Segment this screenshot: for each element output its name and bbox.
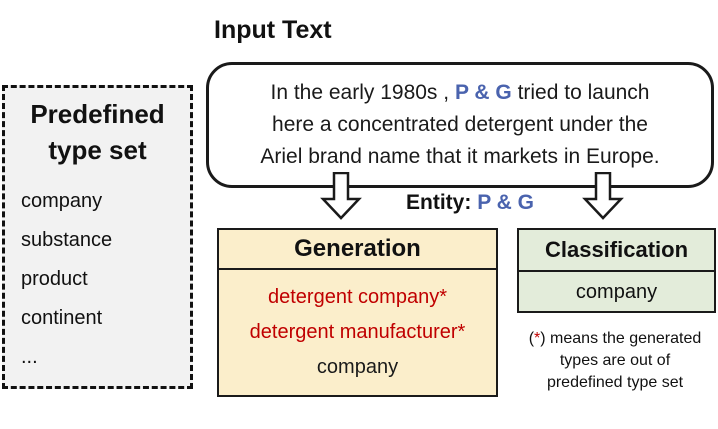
- input-text-line1-after: tried to launch: [511, 81, 650, 104]
- list-item: ...: [21, 346, 38, 368]
- footnote-line1-rest: ) means the generated: [540, 330, 702, 347]
- classification-result: company: [575, 280, 658, 303]
- entity-caption-label: Entity:: [406, 191, 478, 214]
- list-item: continent: [21, 307, 103, 329]
- input-text-box: In the early 1980s , P & G tried to laun…: [206, 62, 714, 188]
- entity-caption-value: P & G: [477, 191, 534, 214]
- input-text-line3: Ariel brand name that it markets in Euro…: [260, 145, 660, 168]
- generation-results: detergent company* detergent manufacture…: [219, 270, 496, 394]
- list-item: company: [21, 190, 103, 212]
- list-item: substance: [21, 229, 113, 251]
- classification-box: Classification company: [517, 228, 716, 313]
- footnote-line2: types are out of: [559, 352, 671, 369]
- down-arrow-icon: [320, 172, 362, 220]
- generated-type-out-of-set: detergent company*: [267, 285, 447, 308]
- input-text-line2: here a concentrated detergent under the: [272, 113, 648, 136]
- footnote-line3: predefined type set: [546, 374, 684, 391]
- predefined-type-set-title: Predefined type set: [5, 96, 190, 168]
- down-arrow-icon: [582, 172, 624, 220]
- generated-type-out-of-set: detergent manufacturer*: [249, 320, 466, 343]
- entity-caption: Entity: P & G: [350, 191, 590, 215]
- generation-box: Generation detergent company* detergent …: [217, 228, 498, 397]
- list-item: product: [21, 268, 88, 290]
- predefined-title-line1: Predefined: [30, 99, 165, 129]
- input-text-line1: In the early 1980s , P & G tried to laun…: [270, 77, 649, 109]
- footnote-open-paren: (: [528, 330, 535, 347]
- classification-header: Classification: [519, 230, 714, 272]
- input-text-heading: Input Text: [214, 16, 332, 44]
- predefined-type-list: company substance product continent ...: [5, 182, 190, 377]
- footnote-asterisk: *: [534, 330, 541, 347]
- generated-type-in-set: company: [316, 355, 399, 378]
- input-text-line1-before: In the early 1980s ,: [270, 81, 455, 104]
- generation-header: Generation: [219, 230, 496, 270]
- footnote-line1: (*) means the generated: [512, 328, 718, 350]
- input-text-entity-mention: P & G: [454, 81, 512, 104]
- predefined-type-set-panel: Predefined type set company substance pr…: [2, 85, 193, 389]
- predefined-title-line2: type set: [48, 135, 147, 165]
- asterisk-footnote: (*) means the generated types are out of…: [512, 328, 718, 394]
